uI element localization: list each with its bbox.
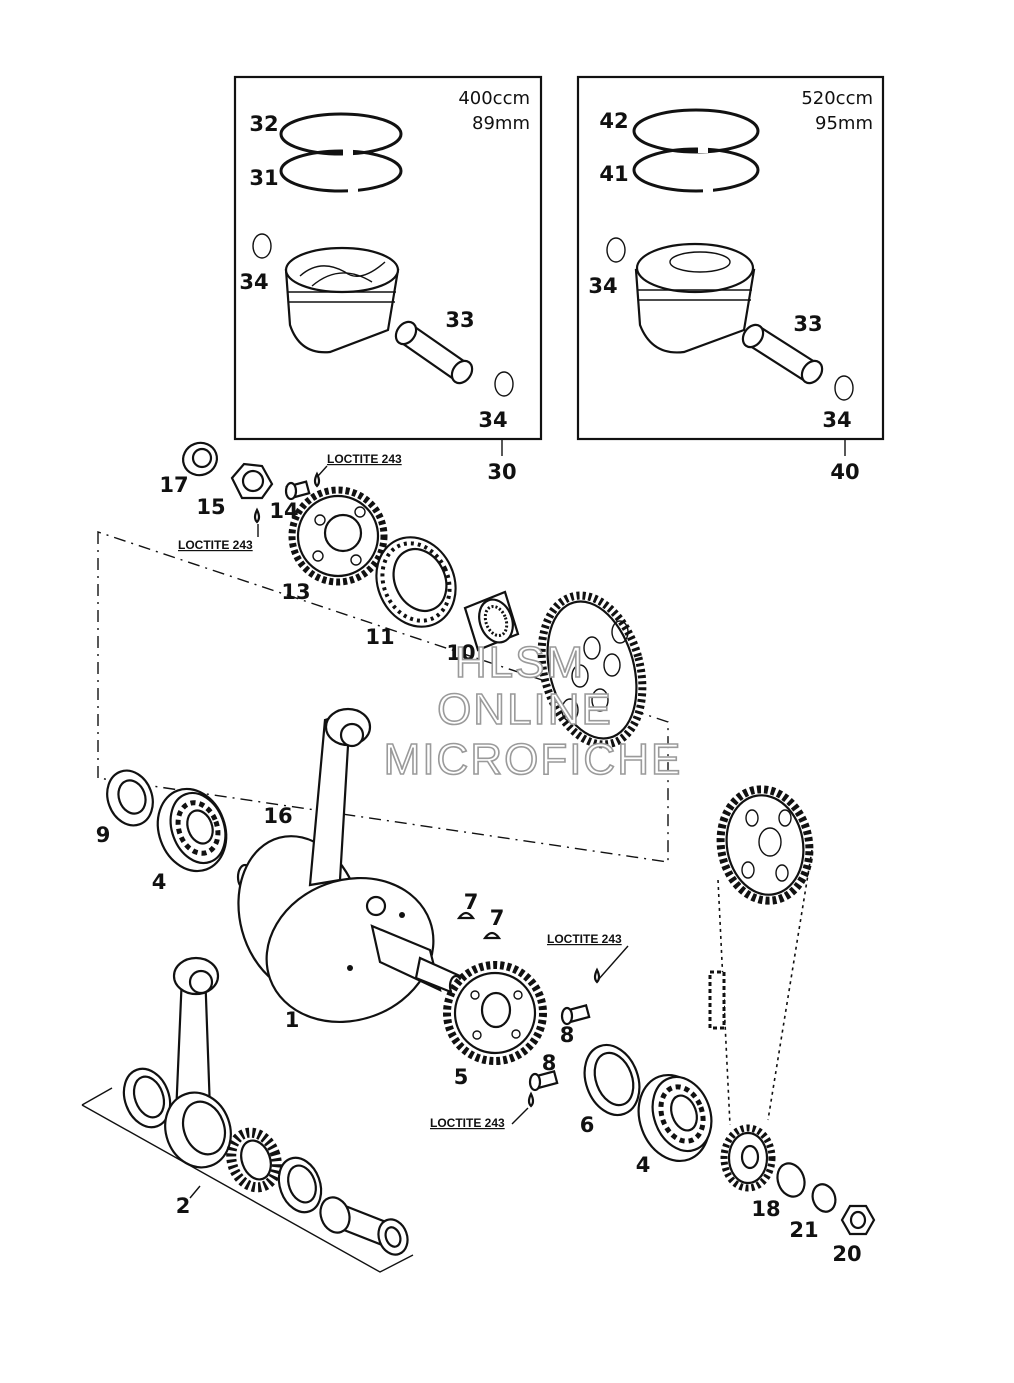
shim-6: [583, 1043, 641, 1117]
bearing-4-right: [637, 1073, 713, 1163]
key-7: [482, 931, 502, 940]
label-18: 18: [751, 1197, 780, 1221]
piston-pin: [394, 320, 474, 385]
label-32: 32: [249, 112, 278, 136]
label-20: 20: [832, 1242, 861, 1266]
label-41: 41: [599, 162, 628, 186]
label-8: 8: [560, 1023, 575, 1047]
washer-21: [811, 1183, 837, 1213]
label-6: 6: [580, 1113, 595, 1137]
starter-gear: [537, 591, 647, 749]
label-1: 1: [285, 1008, 300, 1032]
label-10: 10: [446, 641, 475, 665]
label-11: 11: [365, 625, 394, 649]
piston: [284, 246, 400, 354]
box-displacement: 400ccm: [458, 88, 530, 109]
loctite-note: LOCTITE 243: [547, 932, 622, 946]
piston: [634, 242, 756, 354]
label-17: 17: [159, 473, 188, 497]
loctite-drop: [253, 507, 261, 524]
piston-rings: [632, 108, 760, 193]
gear-5: [443, 961, 547, 1065]
seal-17: [182, 441, 218, 477]
bearing-10: [463, 590, 520, 652]
watermark: HLSM ONLINE MICROFICHE: [383, 637, 683, 785]
freewheel-11: [375, 536, 457, 628]
bearing-4-left: [156, 787, 228, 873]
gear-13: [288, 486, 388, 586]
circlip: [834, 375, 854, 401]
loctite-drop: [527, 1091, 535, 1108]
circlip: [494, 371, 514, 397]
circlip: [606, 237, 626, 263]
label-34: 34: [822, 408, 851, 432]
watermark-line: MICROFICHE: [384, 735, 683, 784]
label-31: 31: [249, 166, 278, 190]
label-7: 7: [464, 890, 479, 914]
label-14: 14: [269, 499, 298, 523]
label-21: 21: [789, 1218, 818, 1242]
label-15: 15: [196, 495, 225, 519]
bolt-14: [284, 480, 311, 501]
label-30: 30: [487, 460, 516, 484]
loctite-note: LOCTITE 243: [178, 538, 253, 552]
nut-20: [840, 1204, 876, 1236]
watermark-line: HLSM: [455, 638, 585, 687]
assembly-outline: [97, 531, 669, 863]
bolt-8: [560, 1004, 591, 1026]
label-2: 2: [176, 1194, 191, 1218]
key-7: [456, 911, 476, 920]
label-34: 34: [239, 270, 268, 294]
label-13: 13: [281, 580, 310, 604]
crankshaft-1: [236, 707, 464, 1024]
label-4: 4: [636, 1153, 651, 1177]
label-5: 5: [454, 1065, 469, 1089]
piston-pin: [741, 323, 824, 385]
piston-box-400: 400ccm 89mm 32 31 34 33 3: [233, 75, 543, 484]
label-34: 34: [588, 274, 617, 298]
timing-sprocket-small: [720, 1124, 776, 1192]
label-16: 16: [263, 804, 292, 828]
loctite-note: LOCTITE 243: [430, 1116, 505, 1130]
label-33: 33: [445, 308, 474, 332]
watermark-line: ONLINE: [437, 685, 613, 734]
timing-chain: [708, 849, 813, 1126]
piston-rings: [279, 112, 403, 193]
nut-15: [230, 462, 274, 500]
washer-18: [776, 1162, 806, 1198]
label-9: 9: [96, 823, 111, 847]
box-bore: 95mm: [815, 113, 873, 134]
label-42: 42: [599, 109, 628, 133]
label-8: 8: [542, 1051, 557, 1075]
bolt-8: [528, 1070, 559, 1092]
label-34: 34: [478, 408, 507, 432]
box-displacement: 520ccm: [801, 88, 873, 109]
box-bore: 89mm: [472, 113, 530, 134]
label-4: 4: [152, 870, 167, 894]
timing-sprocket-large: [716, 785, 814, 905]
circlip: [252, 233, 272, 259]
piston-box-520: 520ccm 95mm 42 41 34 33 34 40: [576, 75, 885, 484]
label-40: 40: [830, 460, 859, 484]
loctite-drop: [313, 471, 321, 488]
label-7: 7: [490, 906, 505, 930]
seal-9: [106, 769, 154, 827]
loctite-note: LOCTITE 243: [327, 452, 402, 466]
conrod-kit-2: [81, 956, 414, 1273]
label-33: 33: [793, 312, 822, 336]
